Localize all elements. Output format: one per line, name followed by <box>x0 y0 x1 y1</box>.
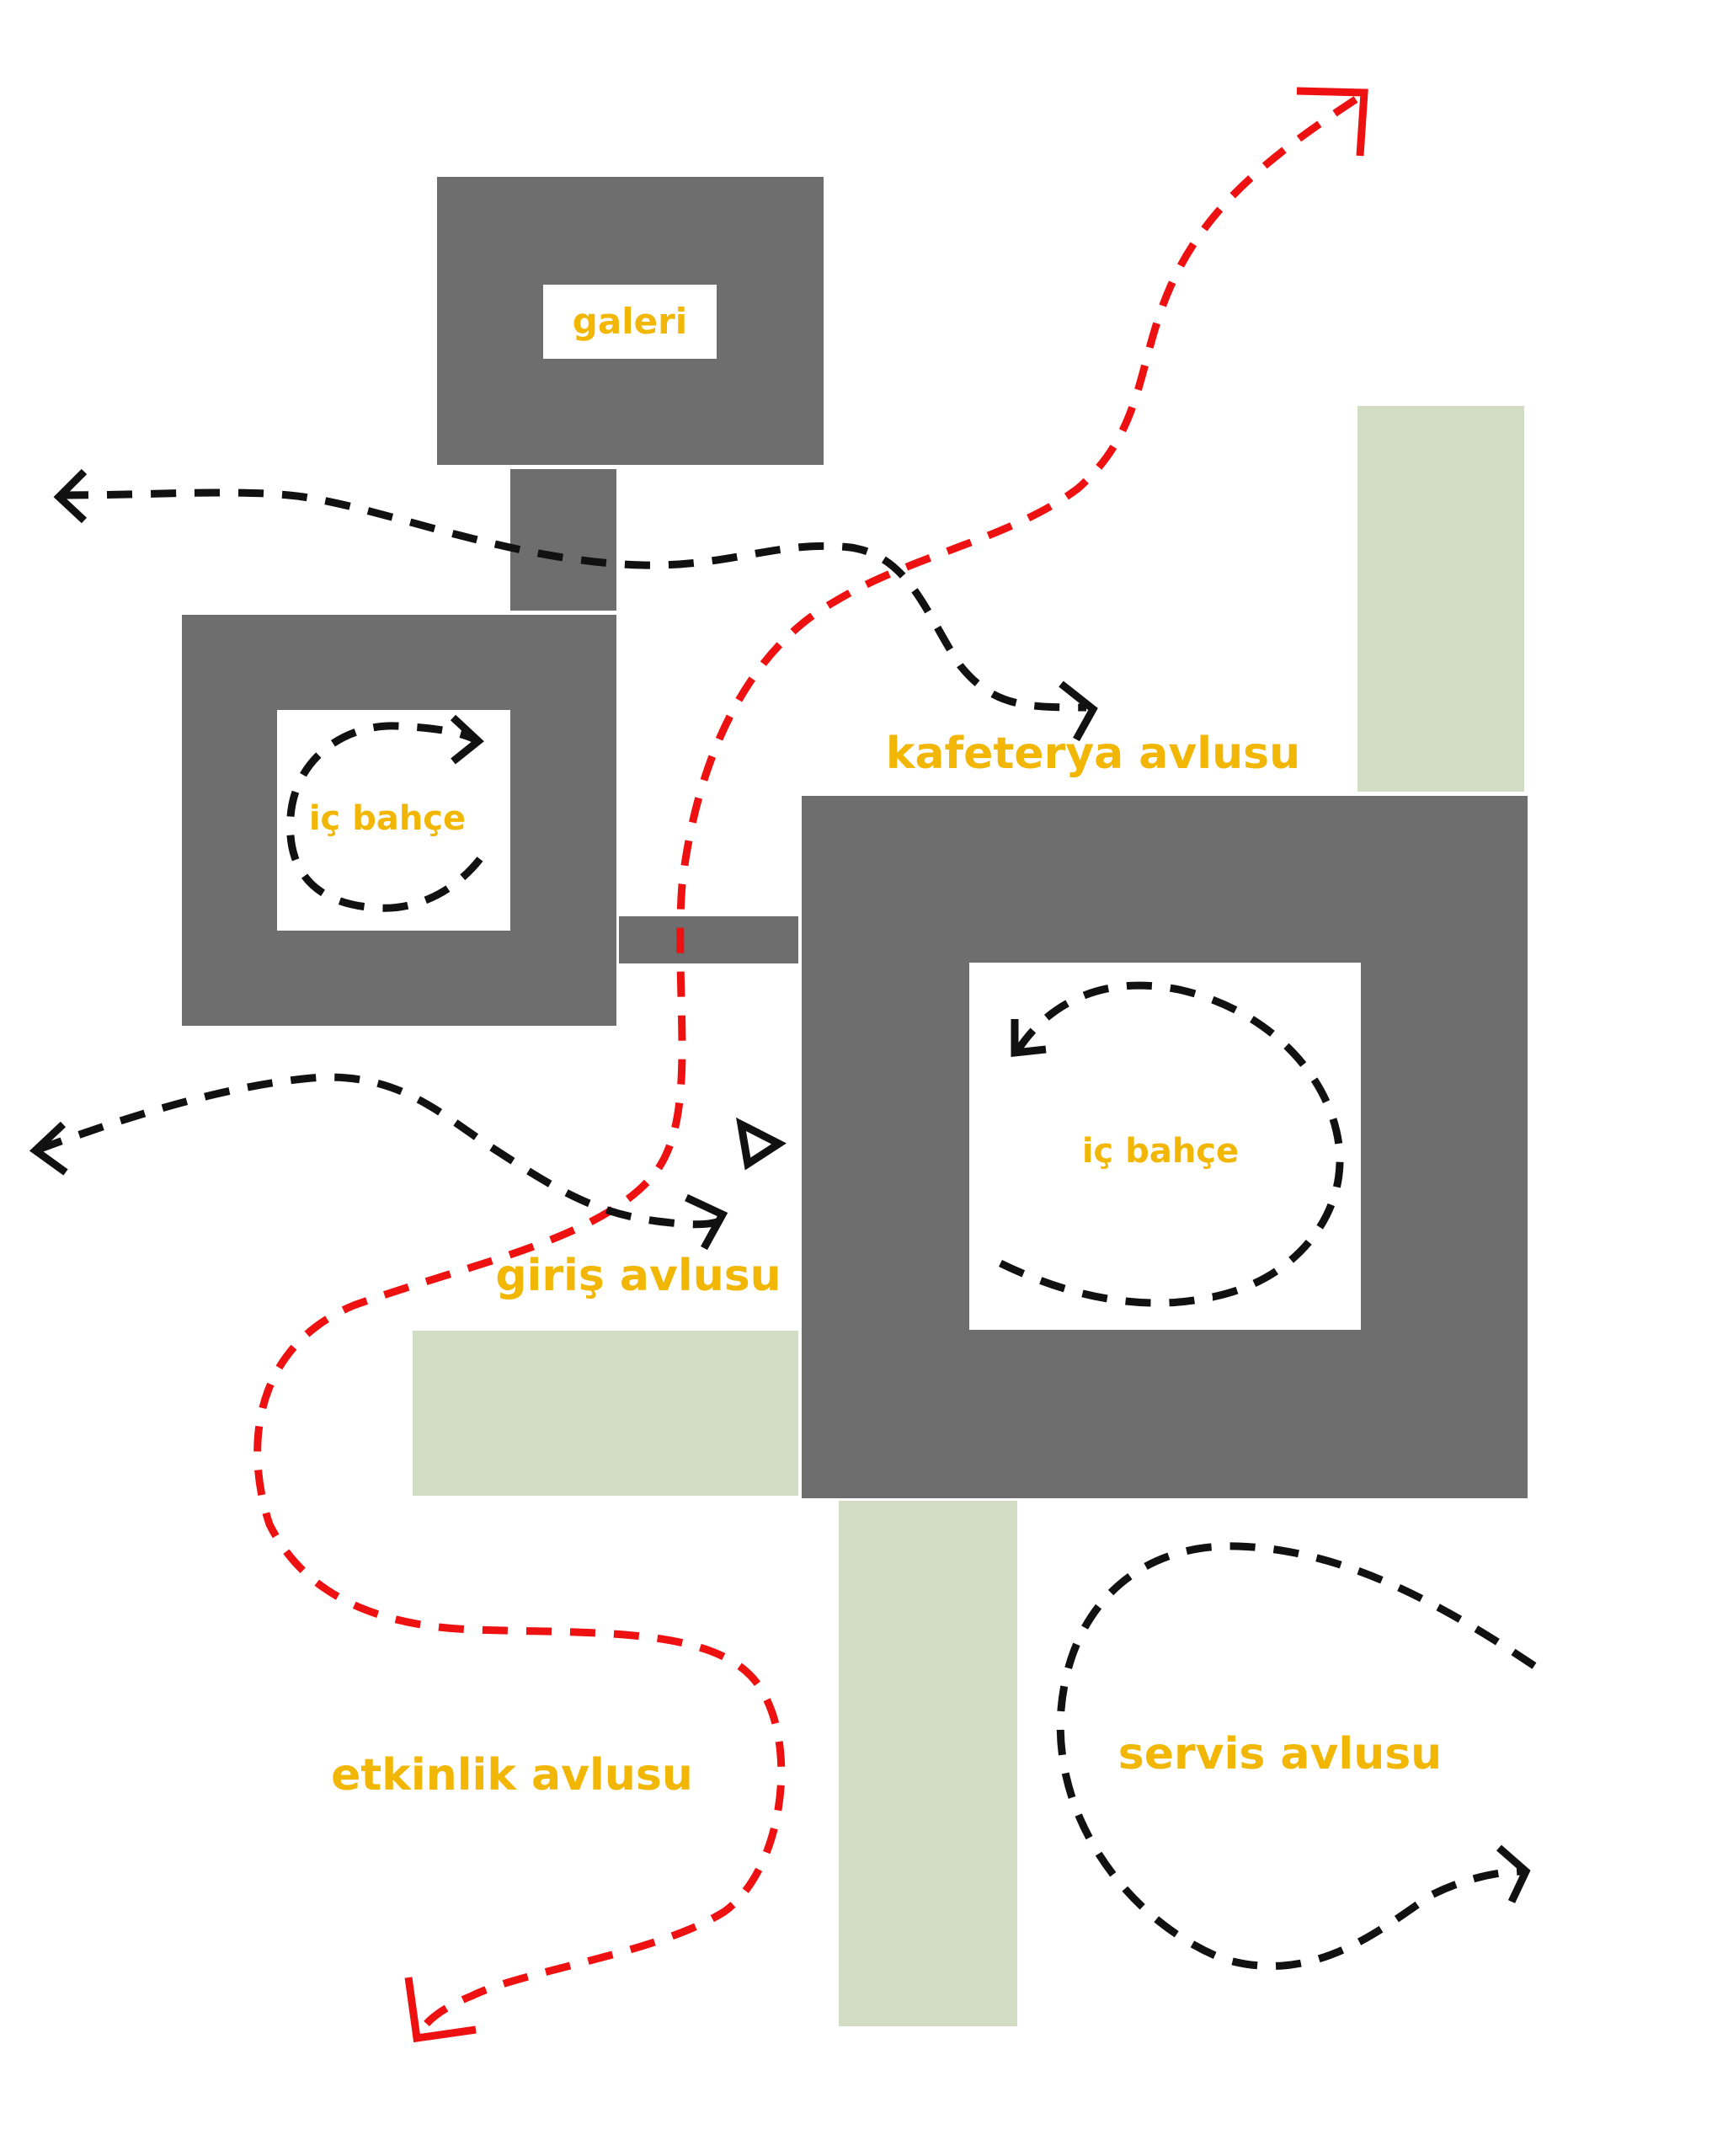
secondary-path-top-head-left <box>53 468 88 524</box>
secondary-path-giris-head-left <box>29 1121 68 1176</box>
servis-loop-line <box>1056 1542 1537 1970</box>
label-servis-avlusu: servis avlusu <box>1118 1729 1442 1780</box>
secondary-path-top <box>53 468 1098 742</box>
secondary-path-giris-line <box>36 1073 722 1229</box>
label-giris-avlusu: giriş avlusu <box>495 1251 781 1301</box>
label-ic-bahce-right: iç bahçe <box>1082 1132 1239 1171</box>
right-inner-garden <box>969 963 1361 1330</box>
main-path-arrow <box>253 87 1368 2043</box>
left-garden-loop-line <box>286 722 483 912</box>
galeri-label-box <box>543 285 717 359</box>
label-kafeterya-avlusu: kafeterya avlusu <box>886 728 1300 779</box>
green-area-top-right <box>1357 406 1524 792</box>
entrance-triangle-icon <box>736 1117 787 1171</box>
left-garden-loop-head <box>450 714 484 765</box>
secondary-path-giris-head-right <box>685 1193 728 1251</box>
secondary-path-giris <box>29 1073 728 1251</box>
connector-horizontal <box>619 916 798 963</box>
right-garden-loop-line <box>999 981 1344 1307</box>
label-ic-bahce-left: iç bahçe <box>309 799 466 838</box>
right-garden-loop <box>999 981 1344 1307</box>
main-path-line <box>253 96 1358 2041</box>
green-area-bottom <box>839 1501 1017 2026</box>
secondary-path-top-line <box>62 488 1087 712</box>
right-garden-loop-head <box>1011 1019 1047 1058</box>
green-area-giris <box>413 1331 798 1496</box>
connector-vertical <box>510 469 616 611</box>
left-garden-loop <box>286 714 484 912</box>
label-galeri: galeri <box>573 301 687 342</box>
secondary-path-top-head-right <box>1059 680 1098 742</box>
label-etkinlik-avlusu: etkinlik avlusu <box>331 1750 693 1801</box>
servis-loop <box>1056 1542 1537 1970</box>
main-path-head-top <box>1296 87 1368 157</box>
main-path-head-bottom <box>404 1977 477 2043</box>
servis-loop-head <box>1496 1844 1531 1903</box>
